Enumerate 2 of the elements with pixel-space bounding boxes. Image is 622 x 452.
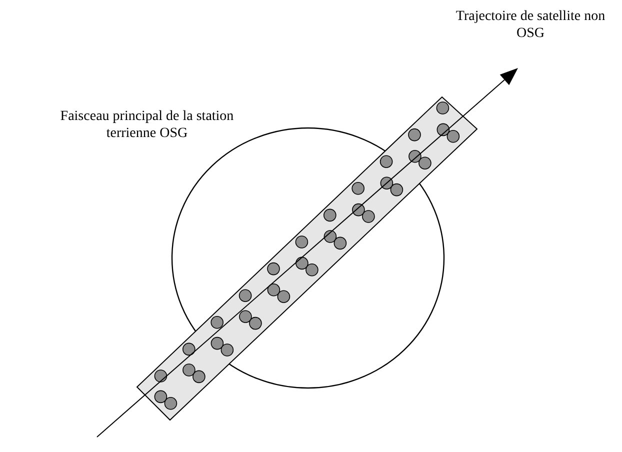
annotation-label: Trajectoire de satellite non OSG (454, 8, 606, 42)
annotation-label: Faisceau principal de la station terrienne OSG (59, 108, 235, 142)
